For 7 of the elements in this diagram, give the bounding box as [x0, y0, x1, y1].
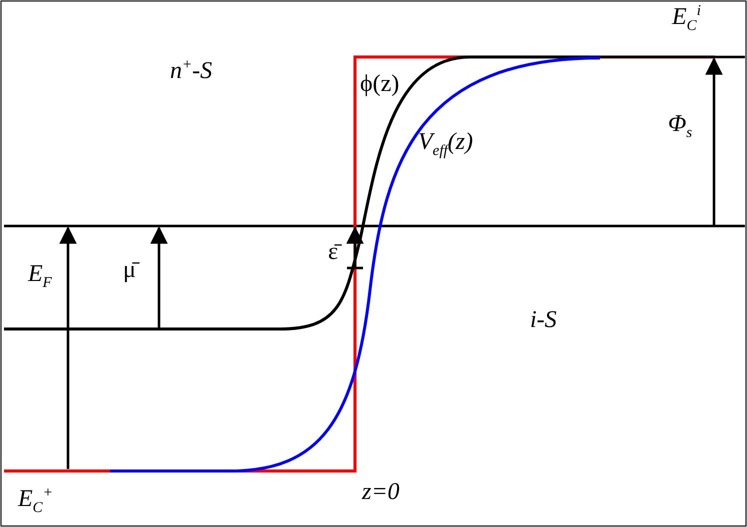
- curve-label: V$_{eff}$(z): [418, 130, 473, 159]
- energy-label: Φ$_{s}$: [668, 112, 692, 141]
- energy-label: E$_{F}$: [28, 262, 52, 291]
- region-label: i-S: [530, 308, 557, 332]
- region-label: n$^{+}$-S: [170, 58, 212, 83]
- position-label: z=0: [362, 480, 400, 504]
- curve-label: ϕ(z): [360, 72, 400, 96]
